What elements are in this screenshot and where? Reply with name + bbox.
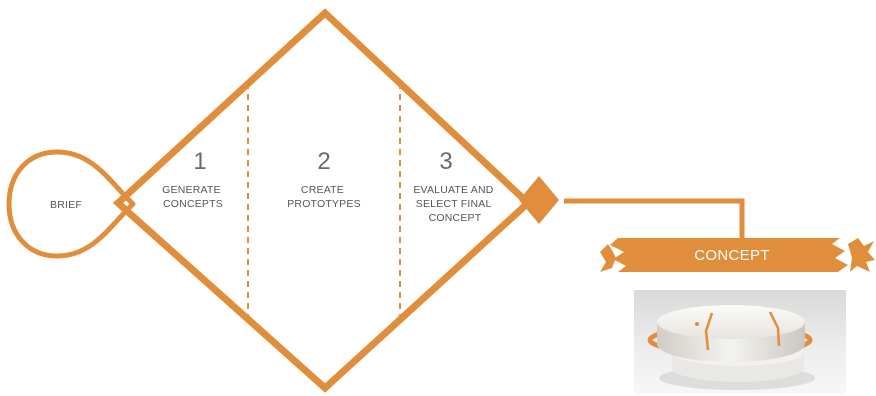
concept-banner xyxy=(610,238,848,272)
stage-3-number: 3 xyxy=(439,148,452,175)
concept-banner-fringe xyxy=(600,244,616,272)
stage-1-number: 1 xyxy=(193,148,206,175)
svg-text:GENERATE CONCEPTS: GENERATE CONCEPTS xyxy=(162,184,224,210)
stage-2-number: 2 xyxy=(317,148,330,175)
stage-1-label: GENERATE xyxy=(162,184,221,196)
stage-2-label: CREATE xyxy=(301,184,344,196)
stage-3-label: SELECT FINAL xyxy=(416,198,492,210)
exit-diamond xyxy=(519,176,559,224)
stage-3-label: CONCEPT xyxy=(429,212,482,224)
connector-line xyxy=(564,198,745,238)
stage-3-label: EVALUATE AND xyxy=(413,184,493,196)
svg-text:CREATE PROTOTYPES: CREATE PROTOTYPES xyxy=(287,184,361,210)
stage-1-label: CONCEPTS xyxy=(163,198,223,210)
stage-2-label: PROTOTYPES xyxy=(287,198,361,210)
process-diamond xyxy=(112,8,534,393)
brief-shape xyxy=(6,149,136,259)
brief-label: BRIEF xyxy=(50,199,82,211)
concept-banner-fringe xyxy=(848,238,875,272)
product-image xyxy=(634,290,846,394)
svg-text:EVALUATE AND SELECT FINAL: EVALUATE AND SELECT FINAL CONCEPT xyxy=(413,184,496,224)
concept-label: CONCEPT xyxy=(694,247,769,264)
